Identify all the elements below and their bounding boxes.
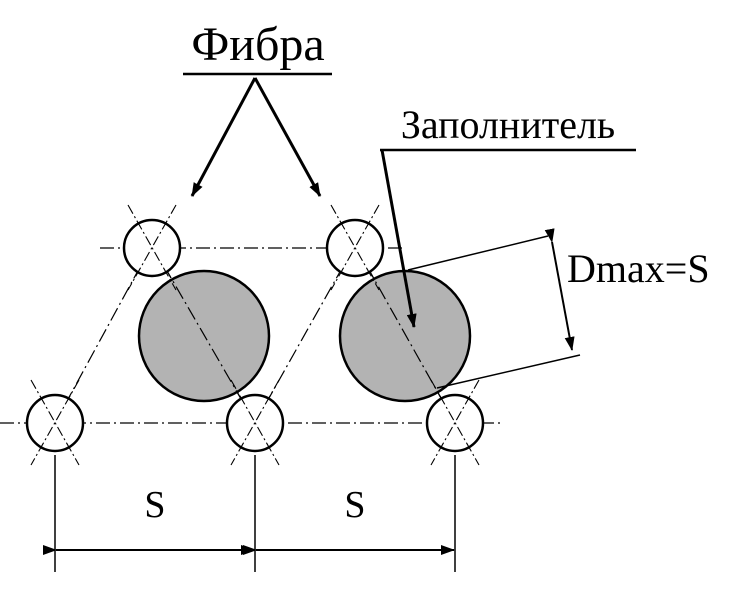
dmax-extension-top bbox=[407, 235, 549, 271]
dmax-label: Dmax=S bbox=[567, 246, 710, 291]
filler-callout: Заполнитель bbox=[380, 102, 636, 328]
spacing-label-left: S bbox=[144, 484, 165, 526]
filler-arrow bbox=[380, 149, 417, 328]
dmax-extension-bottom bbox=[436, 354, 581, 389]
fiber-label: Фибра bbox=[191, 18, 324, 71]
filler-particle-right bbox=[338, 269, 472, 403]
fiber-arrow-left bbox=[190, 77, 257, 197]
spacing-label-right: S bbox=[344, 484, 365, 526]
spacing-dimensions bbox=[43, 455, 456, 572]
filler-centerline-left bbox=[151, 244, 256, 424]
fiber-arrow-right bbox=[253, 77, 322, 197]
triangle-diagonal-2 bbox=[254, 244, 356, 424]
triangle-left-edge bbox=[54, 244, 153, 424]
fiber-callout: Фибра bbox=[183, 18, 332, 197]
filler-centerline-right bbox=[354, 244, 456, 424]
filler-centerlines bbox=[151, 244, 456, 424]
dmax-dimension-line bbox=[544, 228, 575, 351]
filler-label: Заполнитель bbox=[401, 102, 615, 147]
fiber-crosshairs bbox=[30, 204, 480, 466]
dmax-dimension: Dmax=S bbox=[407, 228, 710, 389]
